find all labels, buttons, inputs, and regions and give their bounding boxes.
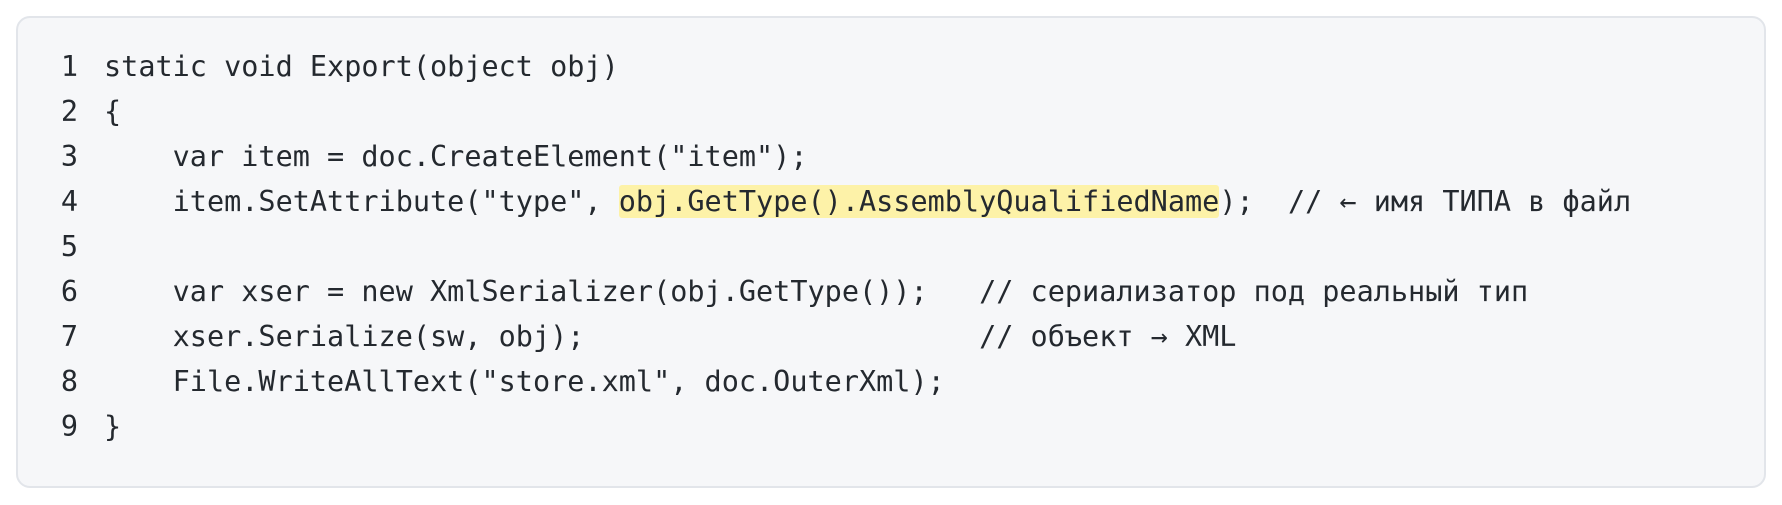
line-number: 1 <box>60 50 78 83</box>
line-number: 8 <box>60 365 78 398</box>
code-text: { <box>104 95 122 128</box>
code-text: static void Export(object obj) <box>104 50 619 83</box>
line-number: 7 <box>60 320 78 353</box>
line-code: var xser = new XmlSerializer(obj.GetType… <box>104 275 1529 308</box>
code-text: File.WriteAllText("store.xml", doc.Outer… <box>104 365 945 398</box>
code-text: xser.Serialize(sw, obj); // объект → XML <box>104 320 1237 353</box>
line-code: static void Export(object obj) <box>104 50 619 83</box>
code-text-after-highlight: ); // ← имя ТИПА в файл <box>1219 185 1632 218</box>
code-line: 6 var xser = new XmlSerializer(obj.GetTy… <box>18 269 1764 314</box>
line-number: 5 <box>60 230 78 263</box>
code-line: 5 <box>18 224 1764 269</box>
line-number: 4 <box>60 185 78 218</box>
code-text: var xser = new XmlSerializer(obj.GetType… <box>104 275 1529 308</box>
line-code: { <box>104 95 121 128</box>
line-code: var item = doc.CreateElement("item"); <box>104 140 808 173</box>
code-line: 1 static void Export(object obj) <box>18 44 1764 89</box>
code-line: 9} <box>18 404 1764 449</box>
line-code: xser.Serialize(sw, obj); // объект → XML <box>104 320 1237 353</box>
code-line: 2{ <box>18 89 1764 134</box>
line-code: item.SetAttribute("type", obj.GetType().… <box>104 185 1631 218</box>
line-number: 6 <box>60 275 78 308</box>
code-line: 8 File.WriteAllText("store.xml", doc.Out… <box>18 359 1764 404</box>
code-text: var item = doc.CreateElement("item"); <box>104 140 808 173</box>
line-code: File.WriteAllText("store.xml", doc.Outer… <box>104 365 945 398</box>
code-text: item.SetAttribute("type", <box>104 185 619 218</box>
code-line: 3 var item = doc.CreateElement("item"); <box>18 134 1764 179</box>
code-line: 7 xser.Serialize(sw, obj); // объект → X… <box>18 314 1764 359</box>
line-number: 9 <box>60 410 78 443</box>
code-line: 4 item.SetAttribute("type", obj.GetType(… <box>18 179 1764 224</box>
highlighted-expression: obj.GetType().AssemblyQualifiedName <box>618 185 1220 218</box>
code-text: } <box>104 410 122 443</box>
line-number: 2 <box>60 95 78 128</box>
line-number: 3 <box>60 140 78 173</box>
line-code: } <box>104 410 121 443</box>
